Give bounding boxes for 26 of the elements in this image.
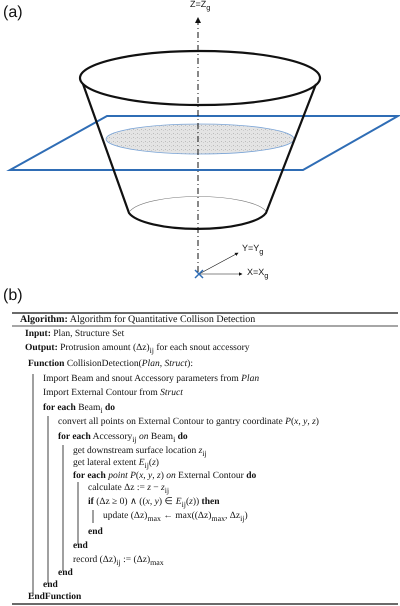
axis-label: X=X$_{g}$ <box>247 268 268 280</box>
algorithm-line: convert all points on External Contour to gantry coordinate P(x, y, z) <box>58 417 319 428</box>
algorithm-line: for each point P(x, y, z) on External Contour do <box>73 471 256 482</box>
algorithm-line: get downstream surface location z$_{ij}$ <box>73 446 207 458</box>
algorithm-title: Algorithm: Algorithm for Quantitative Collison Detection <box>20 314 256 325</box>
algorithm-line: record (Δz)$_{ij}$ := (Δz)$_{max}$ <box>73 555 164 568</box>
panel-label: (a) <box>3 4 23 22</box>
algorithm-line: EndFunction <box>28 592 82 602</box>
algorithm-line: Function CollisionDetection(Plan, Struct): <box>28 359 193 370</box>
algorithm-line: calculate Δz := z − z$_{ij}$ <box>88 483 170 496</box>
algorithm-line: Input: Plan, Structure Set <box>25 329 124 340</box>
algorithm-line: if (Δz ≥ 0) ∧ ((x, y) ∈ E$_{ij}$(z)) then <box>88 497 220 510</box>
algorithm-line: end <box>43 580 58 590</box>
algorithm-line: Output: Protrusion amount (Δz)$_{ij}$ for each snout accessory <box>25 343 250 356</box>
algorithm-line: for each Beam$_{i}$ do <box>43 403 115 416</box>
algorithm-line: Import Beam and snout Accessory parameters from Plan <box>43 374 260 384</box>
algorithm-line: Import External Contour from Struct <box>43 388 183 398</box>
panel-label: (b) <box>3 287 23 305</box>
axis-label: Y=Y$_{g}$ <box>242 244 264 256</box>
axis-label: Z=Z$_{g}$ <box>190 0 210 12</box>
algorithm-line: end <box>88 527 103 538</box>
algorithm-line: end <box>58 568 73 578</box>
algorithm-line: update (Δz)$_{max}$ ← max((Δz)$_{max}$, Δz$_{ij}$) <box>103 511 248 524</box>
algorithm-line: for each Accessory$_{ij}$ on Beam$_{i}$ do <box>58 432 188 445</box>
algorithm-line: get lateral extent E$_{ij}$(z) <box>73 458 159 471</box>
algorithm-line: end <box>73 541 88 552</box>
